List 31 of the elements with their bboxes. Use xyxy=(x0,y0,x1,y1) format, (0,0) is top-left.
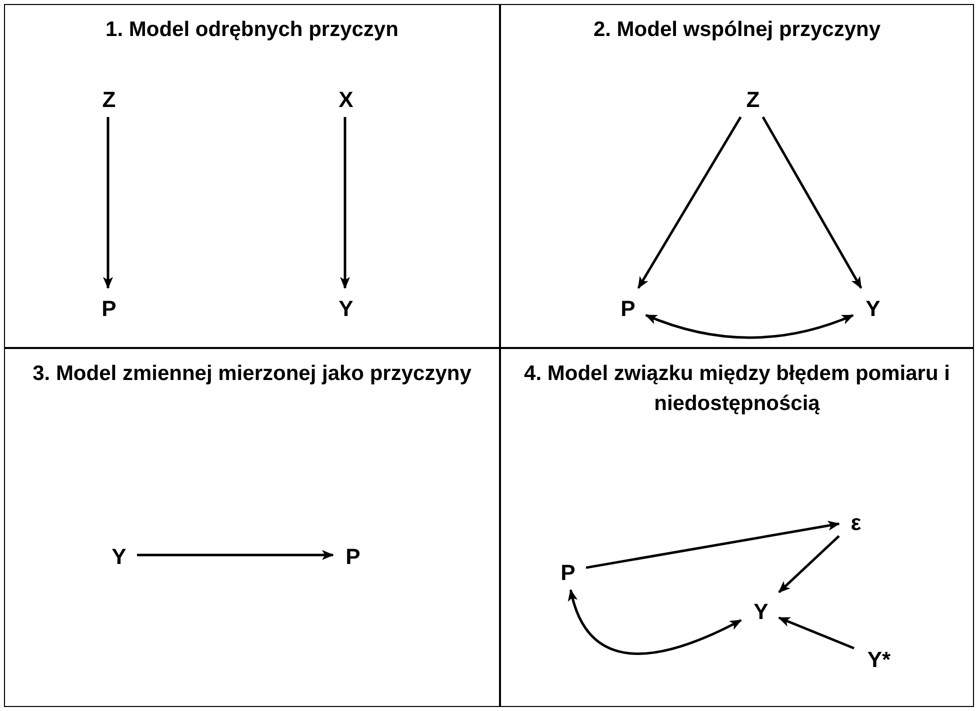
arrow xyxy=(586,520,840,569)
arrow xyxy=(778,535,840,594)
variable-label: X xyxy=(331,84,361,114)
variable-label: Y xyxy=(331,293,361,323)
panel-heading: 1. Model odrębnych przyczyn xyxy=(104,17,400,43)
variable-label: Z xyxy=(738,84,768,114)
arrow xyxy=(137,550,334,560)
arrow xyxy=(340,117,350,289)
arrow xyxy=(637,116,742,289)
variable-label: Y* xyxy=(859,644,899,674)
model-panel xyxy=(4,4,500,348)
arrow xyxy=(103,117,113,289)
arrow xyxy=(568,589,742,655)
variable-label: P xyxy=(338,541,368,571)
variable-label: Y xyxy=(858,293,888,323)
variable-label: Y xyxy=(104,541,134,571)
variable-label: P xyxy=(553,557,583,587)
model-panel xyxy=(4,348,500,707)
variable-label: P xyxy=(94,293,124,323)
variable-label: Y xyxy=(746,596,776,626)
arrow xyxy=(645,314,854,339)
arrow xyxy=(762,116,862,289)
variable-label: Z xyxy=(94,84,124,114)
model-panel xyxy=(500,4,974,348)
panel-heading: 4. Model związku między błędem pomiaru i niedostępnością xyxy=(523,361,951,417)
arrow xyxy=(778,616,854,650)
panel-heading: 2. Model wspólnej przyczyny xyxy=(592,17,882,43)
model-panel xyxy=(500,348,974,707)
variable-label: P xyxy=(613,293,643,323)
variable-label: ε xyxy=(844,507,868,537)
panel-heading: 3. Model zmiennej mierzonej jako przyczyny xyxy=(32,361,472,387)
